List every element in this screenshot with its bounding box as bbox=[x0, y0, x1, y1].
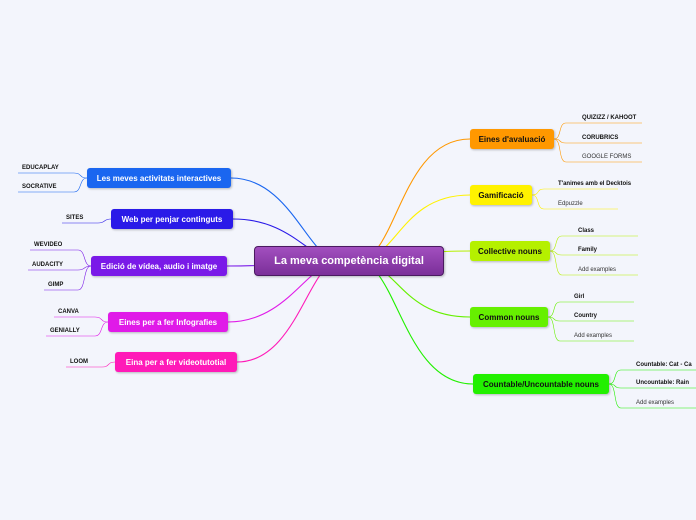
leaf-right-1-1[interactable]: Edpuzzle bbox=[558, 201, 583, 207]
leaf-connector-right-4-2 bbox=[608, 383, 696, 409]
leaf-left-2-0[interactable]: WEVIDEO bbox=[34, 242, 63, 248]
leaf-right-2-0[interactable]: Class bbox=[578, 228, 595, 234]
topic-right-4[interactable]: Countable/Uncountable nouns bbox=[473, 374, 609, 394]
leaf-connector-left-2-2 bbox=[44, 265, 92, 291]
leaf-connector-left-0-0 bbox=[18, 172, 88, 179]
leaf-connector-left-3-0 bbox=[54, 316, 109, 323]
leaf-left-0-1[interactable]: SOCRATIVE bbox=[22, 184, 57, 190]
topic-right-1-label: Gamificació bbox=[478, 190, 524, 200]
topic-right-2-label: Collective nouns bbox=[477, 246, 542, 256]
topic-left-2[interactable]: Edició de vídea, audio i imatge bbox=[91, 256, 227, 276]
topic-left-2-label: Edició de vídea, audio i imatge bbox=[100, 261, 218, 271]
topic-right-2[interactable]: Collective nouns bbox=[470, 241, 550, 261]
central-topic[interactable]: La meva competència digital bbox=[254, 246, 444, 276]
leaf-connector-right-3-0 bbox=[547, 301, 634, 318]
topic-right-0-label: Eines d'avaluació bbox=[478, 134, 546, 144]
leaf-connector-right-2-2 bbox=[549, 250, 638, 276]
topic-right-4-label: Countable/Uncountable nouns bbox=[483, 379, 599, 389]
leaf-right-3-2[interactable]: Add examples bbox=[574, 333, 613, 339]
leaf-connector-right-2-0 bbox=[549, 235, 638, 252]
leaf-right-3-0[interactable]: Girl bbox=[574, 294, 585, 300]
leaf-connector-left-0-1 bbox=[18, 177, 88, 193]
connector-left-4 bbox=[236, 260, 340, 363]
leaf-connector-right-4-0 bbox=[608, 369, 696, 385]
central-topic-label: La meva competència digital bbox=[274, 255, 424, 267]
leaf-right-0-0[interactable]: QUIZIZZ / KAHOOT bbox=[582, 115, 637, 121]
topic-left-1[interactable]: Web per penjar continguts bbox=[111, 209, 233, 229]
topic-left-0[interactable]: Les meves activitats interactives bbox=[87, 168, 231, 188]
leaf-connector-right-4-1 bbox=[608, 383, 696, 389]
leaf-left-2-1[interactable]: AUDACITY bbox=[32, 262, 63, 268]
topic-right-0[interactable]: Eines d'avaluació bbox=[470, 129, 554, 149]
leaf-right-0-2[interactable]: GOOGLE FORMS bbox=[582, 154, 632, 160]
topic-right-1[interactable]: Gamificació bbox=[470, 185, 532, 205]
connector-right-0 bbox=[356, 138, 471, 262]
leaf-right-2-2[interactable]: Add examples bbox=[578, 267, 617, 273]
leaf-right-4-2[interactable]: Add examples bbox=[636, 400, 675, 406]
leaf-right-1-0[interactable]: T'animes amb el Decktois bbox=[558, 181, 632, 187]
topic-left-3[interactable]: Eines per a fer Infografies bbox=[108, 312, 228, 332]
leaf-connector-right-1-1 bbox=[531, 194, 618, 210]
topic-right-3[interactable]: Common nouns bbox=[470, 307, 548, 327]
topic-left-3-label: Eines per a fer Infografies bbox=[118, 317, 218, 327]
leaf-connector-left-2-0 bbox=[30, 249, 92, 267]
leaf-left-3-1[interactable]: GENIALLY bbox=[50, 328, 80, 334]
leaf-connector-left-1-0 bbox=[62, 218, 112, 224]
topic-left-0-label: Les meves activitats interactives bbox=[96, 173, 222, 183]
leaf-connector-right-3-1 bbox=[547, 316, 634, 322]
topic-left-4-label: Eina per a fer videotutotial bbox=[125, 357, 227, 367]
leaf-connector-right-1-0 bbox=[531, 188, 618, 196]
leaf-right-4-0[interactable]: Countable: Cat - Ca bbox=[636, 362, 692, 368]
leaf-right-2-1[interactable]: Family bbox=[578, 247, 598, 253]
leaf-left-4-0[interactable]: LOOM bbox=[70, 359, 88, 365]
leaf-left-2-2[interactable]: GIMP bbox=[48, 282, 64, 288]
leaf-left-0-0[interactable]: EDUCAPLAY bbox=[22, 165, 59, 171]
leaf-connector-right-3-2 bbox=[547, 316, 634, 342]
leaf-connector-left-2-1 bbox=[28, 265, 92, 271]
leaf-connector-left-4-0 bbox=[66, 361, 116, 368]
topic-right-3-label: Common nouns bbox=[478, 312, 540, 322]
leaf-left-1-0[interactable]: SITES bbox=[66, 215, 84, 221]
leaf-left-3-0[interactable]: CANVA bbox=[58, 309, 79, 315]
connector-right-4 bbox=[356, 260, 474, 385]
leaf-connector-left-3-1 bbox=[46, 321, 109, 337]
leaf-right-3-1[interactable]: Country bbox=[574, 313, 597, 319]
leaf-connector-right-0-2 bbox=[553, 138, 642, 163]
topic-left-1-label: Web per penjar continguts bbox=[121, 214, 223, 224]
leaf-connector-right-0-0 bbox=[553, 122, 642, 140]
leaf-connector-right-2-1 bbox=[549, 250, 638, 256]
leaf-connector-right-0-1 bbox=[553, 138, 642, 144]
leaf-right-4-1[interactable]: Uncountable: Rain bbox=[636, 380, 690, 386]
leaf-right-0-1[interactable]: CORUBRICS bbox=[582, 135, 619, 141]
topic-left-4[interactable]: Eina per a fer videotutotial bbox=[115, 352, 237, 372]
